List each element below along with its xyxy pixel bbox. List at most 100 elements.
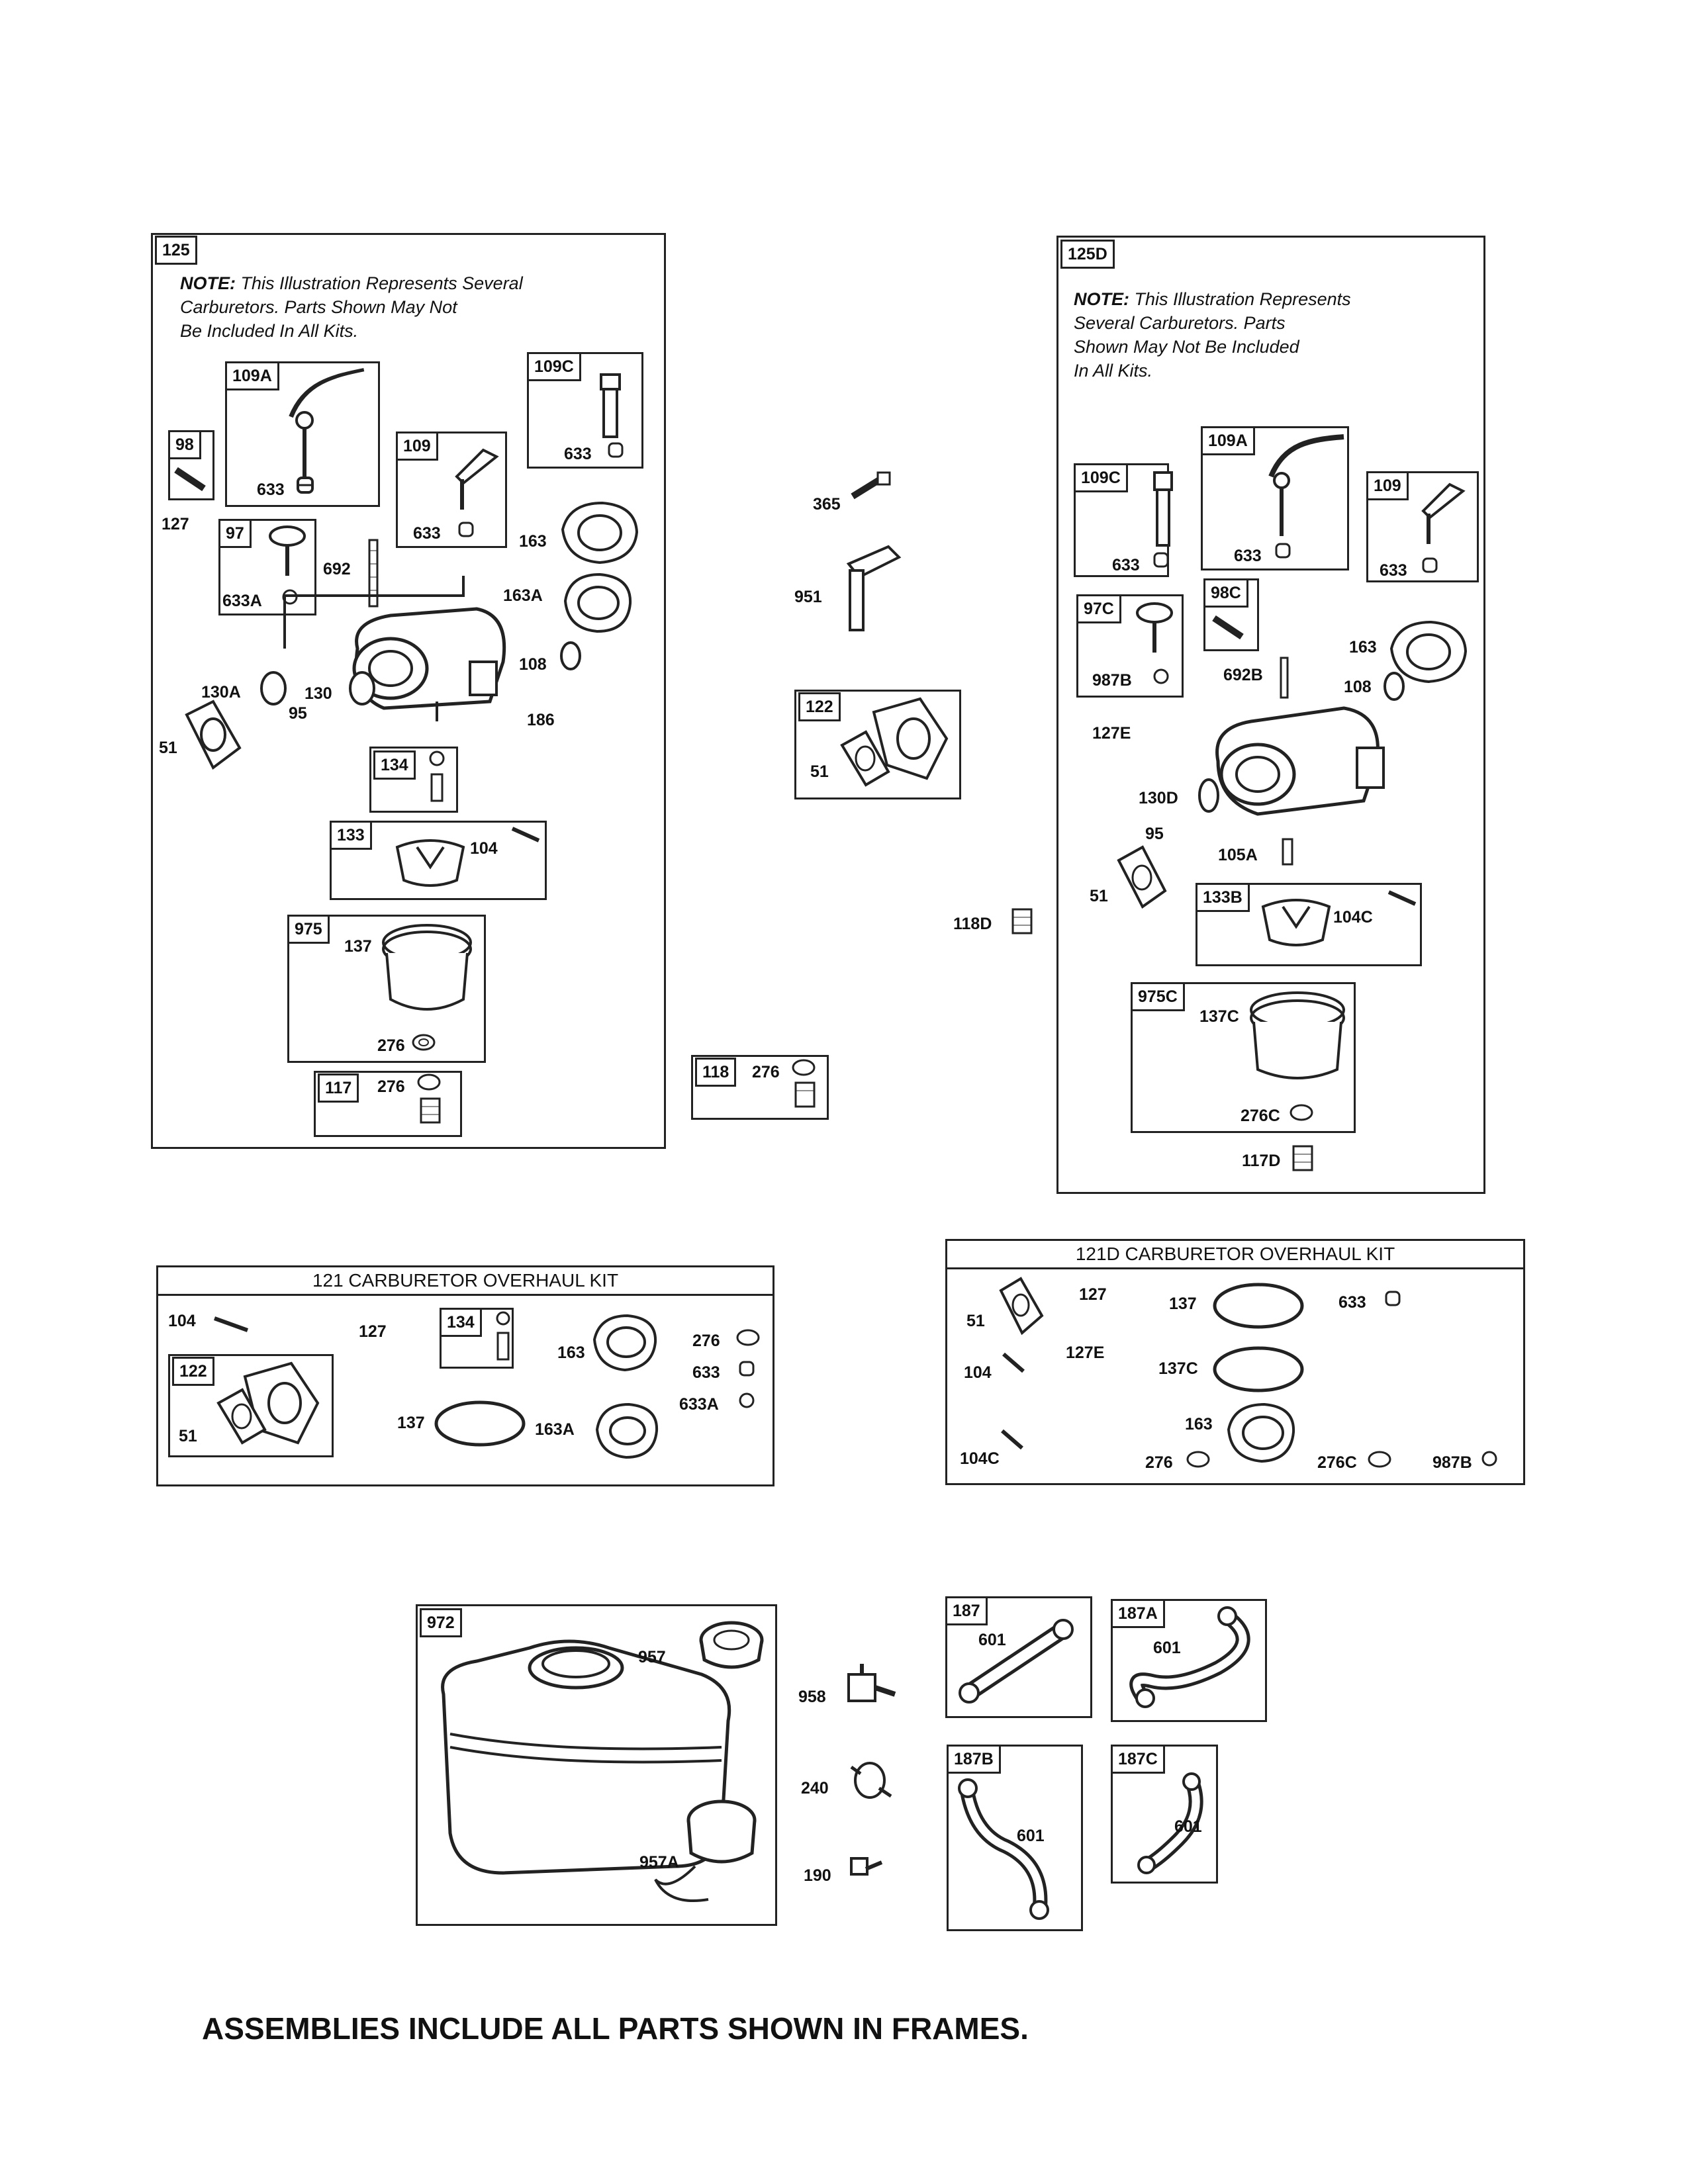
gasket-part (592, 1314, 657, 1372)
kit-121-title: 121 CARBURETOR OVERHAUL KIT (158, 1267, 773, 1296)
o-ring-part (434, 1400, 526, 1447)
label-601: 601 (1017, 1827, 1045, 1845)
label-957a: 957A (639, 1853, 679, 1872)
gasket-part (560, 641, 581, 670)
label-633: 633 (1234, 547, 1262, 565)
bolt-part (850, 1857, 883, 1876)
subframe-109c (527, 352, 643, 469)
label-51: 51 (159, 739, 177, 757)
subframe-tag-187c: 187C (1111, 1745, 1165, 1774)
label-987b: 987B (1092, 671, 1132, 690)
fuel-filter-part (850, 1762, 892, 1799)
kit-121d-title: 121D CARBURETOR OVERHAUL KIT (947, 1241, 1523, 1269)
label-958: 958 (798, 1688, 826, 1706)
pin-part (511, 827, 540, 842)
washer-part (1289, 1104, 1313, 1121)
subframe-109 (396, 432, 507, 548)
subframe-tag-117: 117 (318, 1073, 359, 1103)
label-118d: 118D (953, 915, 992, 933)
label-127: 127 (359, 1322, 387, 1341)
subframe-tag-97c: 97C (1076, 594, 1121, 623)
label-127: 127 (162, 515, 189, 533)
label-633a: 633A (679, 1395, 719, 1414)
label-127: 127 (1079, 1285, 1107, 1304)
subframe-97 (218, 519, 316, 615)
o-ring-part (1213, 1346, 1304, 1392)
label-51: 51 (1090, 887, 1108, 905)
label-276: 276 (692, 1332, 720, 1350)
pin-part (1280, 657, 1289, 699)
spring-part (1153, 552, 1169, 568)
label-104c: 104C (960, 1449, 1000, 1468)
float-bowl-part (1250, 991, 1345, 1079)
fuel-tank-part (441, 1639, 731, 1875)
label-276: 276 (377, 1077, 405, 1096)
spacer-part (243, 1361, 320, 1445)
spring-part (1153, 668, 1169, 684)
label-51: 51 (810, 762, 829, 781)
label-276: 276 (377, 1036, 405, 1055)
subframe-tag-97: 97 (218, 519, 252, 548)
pin-part (1002, 1352, 1025, 1373)
label-633: 633 (257, 480, 285, 499)
label-130a: 130A (201, 683, 241, 702)
pin-part (1001, 1429, 1023, 1450)
kit-121-frame: 121 CARBURETOR OVERHAUL KIT (156, 1265, 774, 1486)
gasket-part (1383, 672, 1405, 701)
spring-part (1275, 543, 1291, 559)
label-104: 104 (964, 1363, 992, 1382)
subframe-tag-187a: 187A (1111, 1599, 1165, 1628)
throttle-shaft-part (600, 373, 621, 438)
subframe-tag-122: 122 (798, 692, 841, 721)
subframe-tag-109c: 109C (1074, 463, 1128, 492)
subframe-tag-109a: 109A (1201, 426, 1255, 455)
fuel-shutoff-valve-part (847, 1664, 896, 1702)
subframe-118 (691, 1055, 829, 1120)
label-601: 601 (978, 1631, 1006, 1649)
needle-valve-part (429, 751, 445, 802)
label-137: 137 (397, 1414, 425, 1432)
subframe-tag-118: 118 (695, 1058, 737, 1087)
subframe-109a (225, 361, 380, 507)
subframe-972 (416, 1604, 777, 1926)
spring-part (1422, 557, 1438, 573)
bowl-nut-part (794, 1081, 816, 1108)
label-51: 51 (966, 1312, 985, 1330)
washer-part (1368, 1451, 1391, 1468)
spring-part (739, 1361, 755, 1377)
subframe-tag-975: 975 (287, 915, 330, 944)
spring-part (458, 522, 474, 537)
label-957: 957 (638, 1648, 666, 1666)
subframe-tag-109: 109 (1366, 471, 1409, 500)
pin-part (368, 539, 379, 608)
label-601: 601 (1153, 1639, 1181, 1657)
gasket-part (1227, 1402, 1295, 1463)
gasket-part (561, 501, 639, 565)
pin-part (1387, 890, 1417, 906)
subframe-187b (947, 1745, 1083, 1931)
washer-part (1186, 1451, 1210, 1468)
fuel-line-part (1129, 1606, 1250, 1708)
choke-lever-part (289, 368, 367, 477)
gasket-part (1117, 845, 1167, 909)
screw-part (1212, 615, 1244, 640)
fuel-cap-part (654, 1799, 757, 1902)
label-633: 633 (1380, 561, 1407, 580)
note-125d: NOTE: This Illustration Represents Sever… (1074, 289, 1351, 381)
fuel-fitting-part (846, 545, 902, 631)
subframe-tag-975c: 975C (1131, 982, 1185, 1011)
float-part (395, 839, 465, 887)
label-633: 633 (1338, 1293, 1366, 1312)
label-117d: 117D (1242, 1152, 1281, 1170)
idle-screw-part (269, 525, 306, 576)
gasket-part (999, 1277, 1044, 1336)
spring-part (1481, 1451, 1497, 1467)
label-633a: 633A (222, 592, 262, 610)
subframe-187 (945, 1596, 1092, 1718)
subframe-tag-187b: 187B (947, 1745, 1001, 1774)
label-127e: 127E (1092, 724, 1131, 743)
spring-part (297, 477, 314, 494)
subframe-133 (330, 821, 547, 900)
label-137c: 137C (1199, 1007, 1239, 1026)
label-163: 163 (1185, 1415, 1213, 1433)
